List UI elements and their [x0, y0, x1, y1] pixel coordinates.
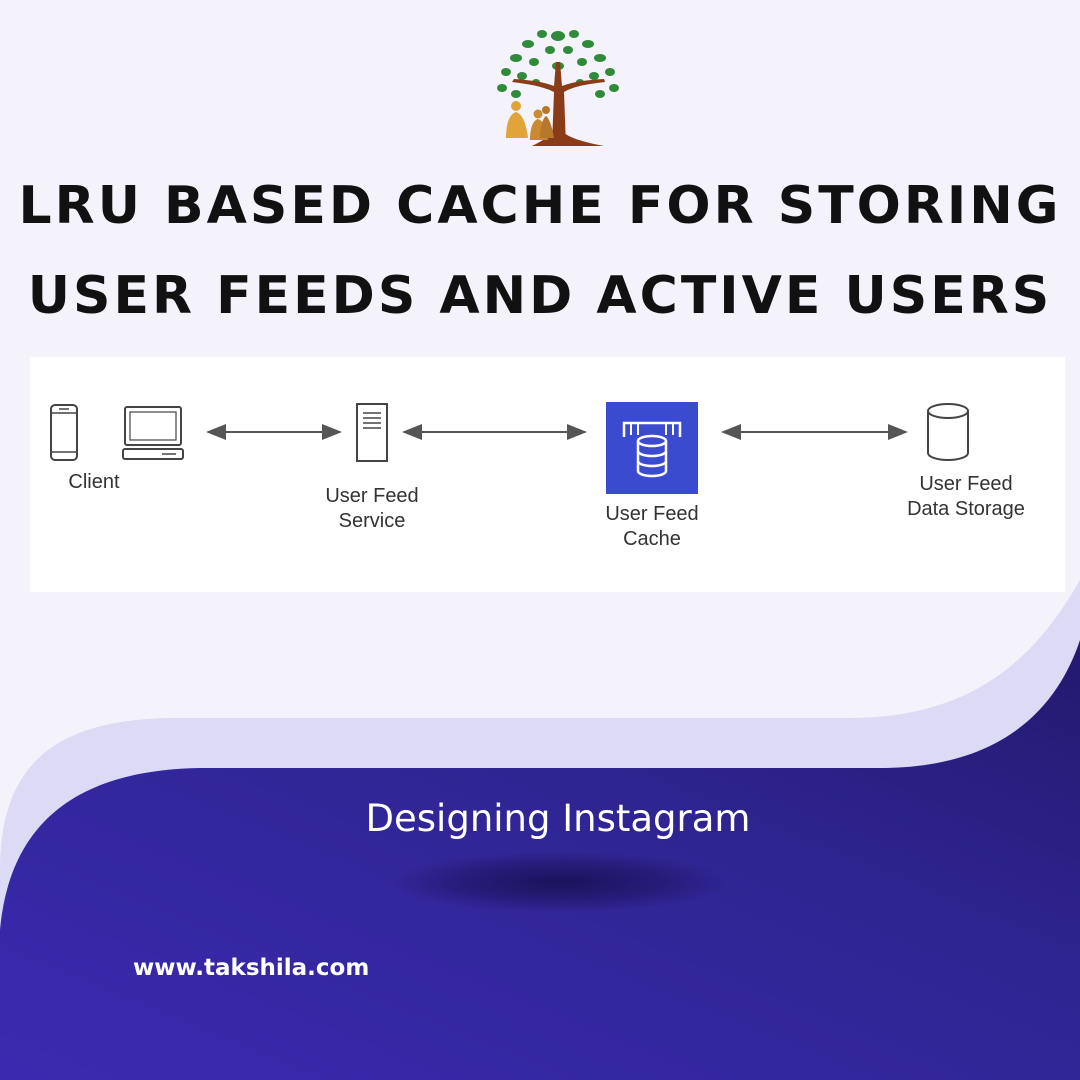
tree-logo-icon [497, 30, 619, 146]
cache-label: User Feed Cache [605, 503, 699, 550]
title-line-2: USER FEEDS AND ACTIVE USERS [27, 266, 1053, 326]
decorative-shadow [395, 852, 725, 912]
phone-icon [50, 404, 78, 461]
database-icon [927, 403, 969, 461]
title-line-1: LRU BASED CACHE FOR STORING [18, 176, 1062, 236]
server-icon [356, 403, 388, 462]
website-link[interactable]: www.takshila.com [133, 955, 370, 981]
storage-label: User Feed Data Storage [907, 473, 1025, 520]
architecture-diagram: Client User Feed Service User Feed Cache… [30, 357, 1065, 592]
cache-icon [606, 402, 698, 494]
laptop-icon [122, 406, 184, 460]
service-label: User Feed Service [325, 485, 419, 532]
subtitle: Designing Instagram [365, 797, 751, 840]
client-label: Client [68, 471, 120, 493]
